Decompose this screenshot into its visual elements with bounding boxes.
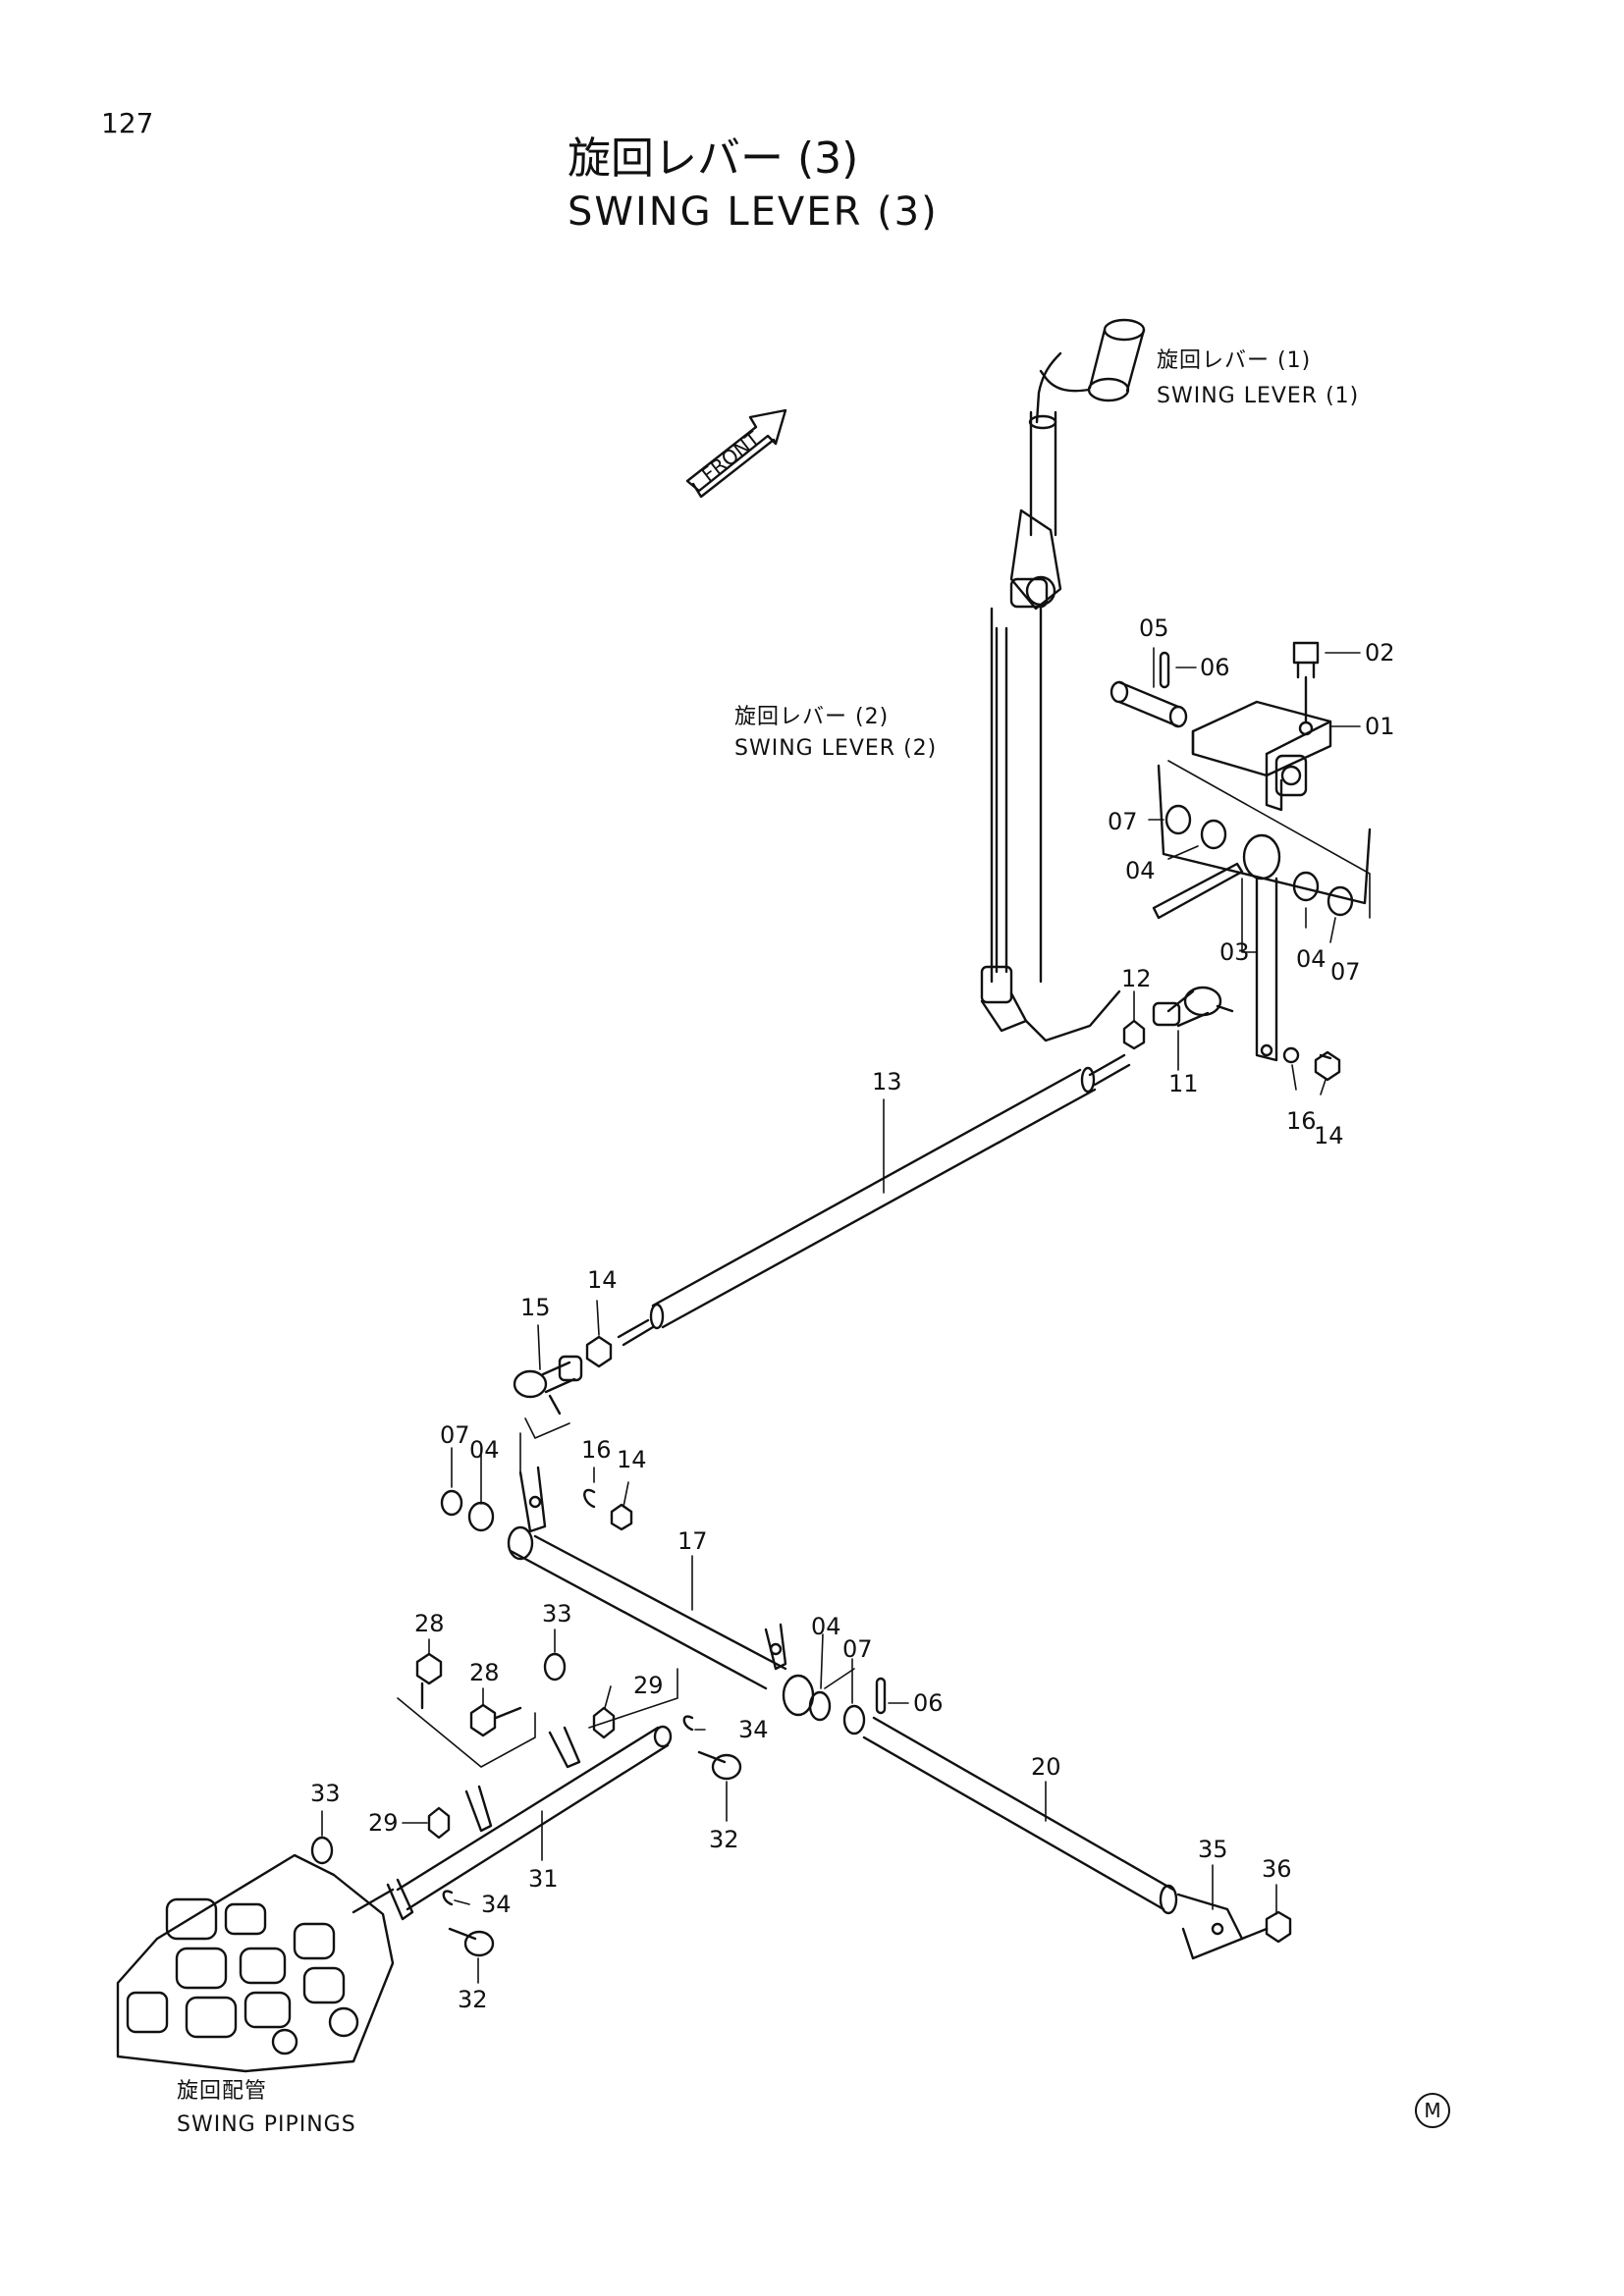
callout-leaders bbox=[321, 647, 1361, 1984]
callout-14: 14 bbox=[587, 1266, 618, 1294]
callout-29: 29 bbox=[633, 1672, 664, 1699]
front-arrow-label: FRONT bbox=[697, 426, 765, 486]
callout-14: 14 bbox=[1314, 1122, 1344, 1149]
callout-20: 20 bbox=[1031, 1753, 1061, 1781]
callout-13: 13 bbox=[872, 1068, 902, 1095]
swing-pipings-block bbox=[116, 1853, 395, 2073]
front-arrow-icon: FRONT bbox=[685, 408, 787, 499]
callout-33: 33 bbox=[310, 1780, 341, 1807]
callout-02: 02 bbox=[1365, 639, 1395, 667]
swing-lever-handle bbox=[980, 318, 1146, 1042]
callout-06: 06 bbox=[1200, 654, 1230, 681]
ref-swing-lever-1-en: SWING LEVER (1) bbox=[1157, 384, 1360, 408]
callout-07: 07 bbox=[842, 1635, 873, 1663]
callout-03: 03 bbox=[1219, 938, 1250, 966]
ref-swing-lever-2-en: SWING LEVER (2) bbox=[734, 736, 938, 761]
callout-07: 07 bbox=[1330, 958, 1361, 986]
callout-34: 34 bbox=[738, 1716, 769, 1743]
callout-28: 28 bbox=[469, 1659, 500, 1686]
title-jp: 旋回レバー (3) bbox=[568, 133, 859, 184]
callout-05: 05 bbox=[1139, 614, 1169, 642]
callout-15: 15 bbox=[520, 1294, 551, 1321]
callout-numbers: 01 02 03 04 04 04 04 05 06 06 07 07 07 0… bbox=[310, 614, 1395, 2013]
rod-20 bbox=[862, 1716, 1292, 1960]
callout-12: 12 bbox=[1121, 965, 1152, 992]
callout-04: 04 bbox=[811, 1613, 841, 1640]
page-number: 127 bbox=[101, 107, 154, 139]
callout-06: 06 bbox=[913, 1689, 944, 1717]
callout-29: 29 bbox=[368, 1809, 399, 1837]
callout-33: 33 bbox=[542, 1600, 572, 1628]
ref-swing-pipings-jp: 旋回配管 bbox=[177, 2079, 268, 2104]
shaft-31-assembly bbox=[310, 1652, 742, 1957]
callout-11: 11 bbox=[1168, 1070, 1199, 1097]
lever-03 bbox=[1152, 764, 1372, 1082]
callout-14: 14 bbox=[617, 1446, 647, 1473]
callout-01: 01 bbox=[1365, 713, 1395, 740]
callout-07: 07 bbox=[1108, 808, 1138, 835]
ball-joint-15 bbox=[513, 1335, 613, 1415]
callout-04: 04 bbox=[1296, 945, 1326, 973]
ref-swing-lever-2-jp: 旋回レバー (2) bbox=[734, 705, 890, 729]
callout-31: 31 bbox=[528, 1865, 559, 1893]
callout-16: 16 bbox=[1286, 1107, 1317, 1135]
callout-35: 35 bbox=[1198, 1836, 1228, 1863]
callout-16: 16 bbox=[581, 1436, 612, 1464]
callout-36: 36 bbox=[1262, 1855, 1292, 1883]
maker-mark: M bbox=[1415, 2093, 1450, 2128]
callout-17: 17 bbox=[677, 1527, 708, 1555]
bracket-assembly bbox=[1110, 641, 1332, 812]
callout-34: 34 bbox=[481, 1891, 512, 1918]
assembly-guide-lines bbox=[397, 760, 1371, 1768]
callout-32: 32 bbox=[709, 1826, 739, 1853]
title-en: SWING LEVER (3) bbox=[568, 189, 939, 235]
rod-13 bbox=[617, 1053, 1131, 1347]
callout-28: 28 bbox=[414, 1610, 445, 1637]
callout-04: 04 bbox=[469, 1436, 500, 1464]
ref-swing-pipings-en: SWING PIPINGS bbox=[177, 2112, 356, 2137]
callout-04: 04 bbox=[1125, 857, 1156, 884]
ref-swing-lever-1-jp: 旋回レバー (1) bbox=[1157, 348, 1312, 373]
callout-32: 32 bbox=[458, 1986, 488, 2013]
callout-07: 07 bbox=[440, 1421, 470, 1449]
shaft-17 bbox=[440, 1466, 887, 1735]
